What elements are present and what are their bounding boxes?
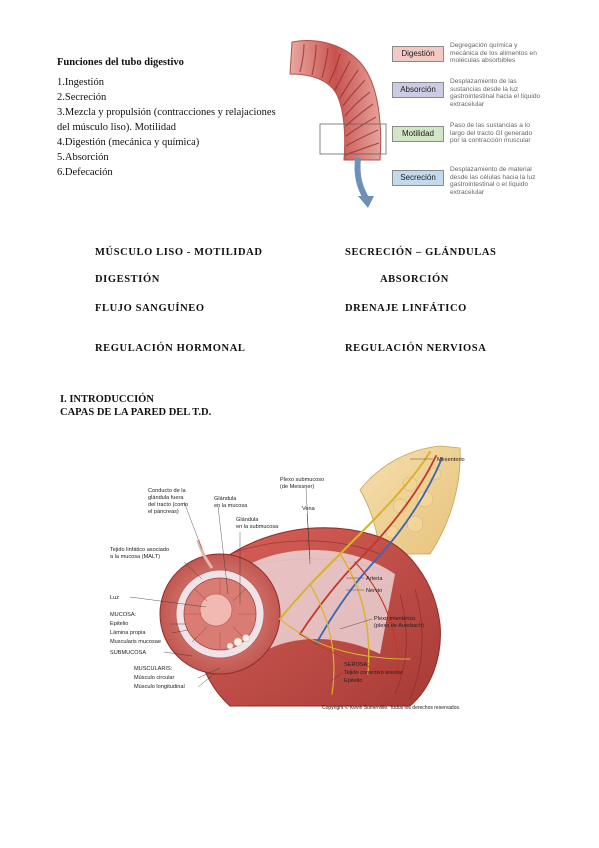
list-item: 4.Digestión (mecánica y química) [57,137,200,148]
heading-blood-flow: FLUJO SANGUÍNEO [95,303,205,314]
heading-lymph: DRENAJE LINFÁTICO [345,303,467,314]
label-malt-2: a la mucosa (MALT) [110,554,160,560]
label-muscularis: MUSCULARIS: [134,666,173,672]
legend-tag-digestion: Digestión [392,46,444,62]
functions-title: Funciones del tubo digestivo [57,57,184,68]
heading-absorption: ABSORCIÓN [380,274,449,285]
label-submucosa: SUBMUCOSA [110,650,146,656]
legend-digestion: Digestión Degregación química y mecánica… [392,42,537,72]
gut-tube-illustration [289,40,387,208]
legend-absorption: Absorción Desplazamiento de las sustanci… [392,78,540,108]
label-submucosa-gland-2: en la submucosa [236,524,279,530]
legend-desc-absorption: Desplazamiento de las sustancias desde l… [450,78,541,108]
list-item: 1.Ingestión [57,77,104,88]
heading-hormonal: REGULACIÓN HORMONAL [95,343,246,354]
label-myenteric-plexus-2: (plexo de Auerbach) [374,623,424,629]
label-serosa: SEROSA: [344,662,369,668]
list-item: 2.Secreción [57,92,107,103]
label-submucosa-gland: Glándula [236,517,259,523]
label-duct: Conducto de la [148,488,187,494]
legend-tag-absorption: Absorción [392,82,444,98]
label-duct-4: el páncreas) [148,509,179,515]
legend-motility: Motilidad Paso de las sustancias a lo la… [392,122,537,152]
label-mesentery: Mesenterio [437,457,465,463]
label-mucosa: MUCOSA: [110,612,137,618]
layers-heading: CAPAS DE LA PARED DEL T.D. [60,407,212,418]
label-submucous-plexus: Plexo submucoso [280,477,324,483]
label-submucous-plexus-sub: (de Meissner) [280,484,314,490]
heading-digestion: DIGESTIÓN [95,274,160,285]
label-muscularis-mucosae: Muscularis mucosae [110,639,161,645]
label-duct-2: glándula fuera [148,495,184,501]
list-item: 6.Defecación [57,167,113,178]
label-epithelium: Epitelio [110,621,128,627]
label-circular-muscle: Músculo circular [134,675,175,681]
list-item: 3.Mezcla y propulsión (contracciones y r… [57,107,276,133]
functions-list: 1.Ingestión 2.Secreción 3.Mezcla y propu… [57,75,287,180]
intro-heading: I. INTRODUCCIÓN [60,394,154,405]
label-malt: Tejido linfático asociado [110,547,169,553]
label-duct-3: del tracto (como [148,502,188,508]
label-nerve: Nervio [366,588,382,594]
legend-secretion: Secreción Desplazamiento de material des… [392,166,537,196]
label-serosa-epithelium: Epitelio [344,678,362,684]
digestive-functions-figure: Digestión Degregación química y mecánica… [282,38,540,210]
label-mucosa-gland: Glándula [214,496,237,502]
legend-tag-secretion: Secreción [392,170,444,186]
list-item: 5.Absorción [57,152,109,163]
gut-wall-layers-figure: Mesenterio Plexo submucoso (de Meissner)… [110,444,520,720]
label-serosa-connective: Tejido conectivo areolar [344,670,403,676]
label-artery: Arteria [366,576,383,582]
label-myenteric-plexus: Plexo mientérico [374,616,415,622]
heading-secretion: SECRECIÓN – GLÁNDULAS [345,247,497,258]
label-longitudinal-muscle: Músculo longitudinal [134,684,185,690]
label-lumen: Luz [110,595,119,601]
gut-wall-illustration: Mesenterio Plexo submucoso (de Meissner)… [110,445,465,711]
label-lamina-propria: Lámina propia [110,630,146,636]
legend-desc-motility: Paso de las sustancias a lo largo del tr… [450,122,533,145]
legend-desc-secretion: Desplazamiento de material desde las cél… [450,166,536,196]
label-mucosa-gland-2: en la mucosa [214,503,248,509]
legend-tag-motility: Motilidad [392,126,444,142]
heading-motility: MÚSCULO LISO - MOTILIDAD [95,247,263,258]
legend-desc-digestion: Degregación química y mecánica de los al… [450,42,537,65]
copyright-text: Copyright © Kevin Somerville. Todos los … [322,704,460,711]
label-vein: Vena [302,506,316,512]
heading-nervous: REGULACIÓN NERVIOSA [345,343,487,354]
